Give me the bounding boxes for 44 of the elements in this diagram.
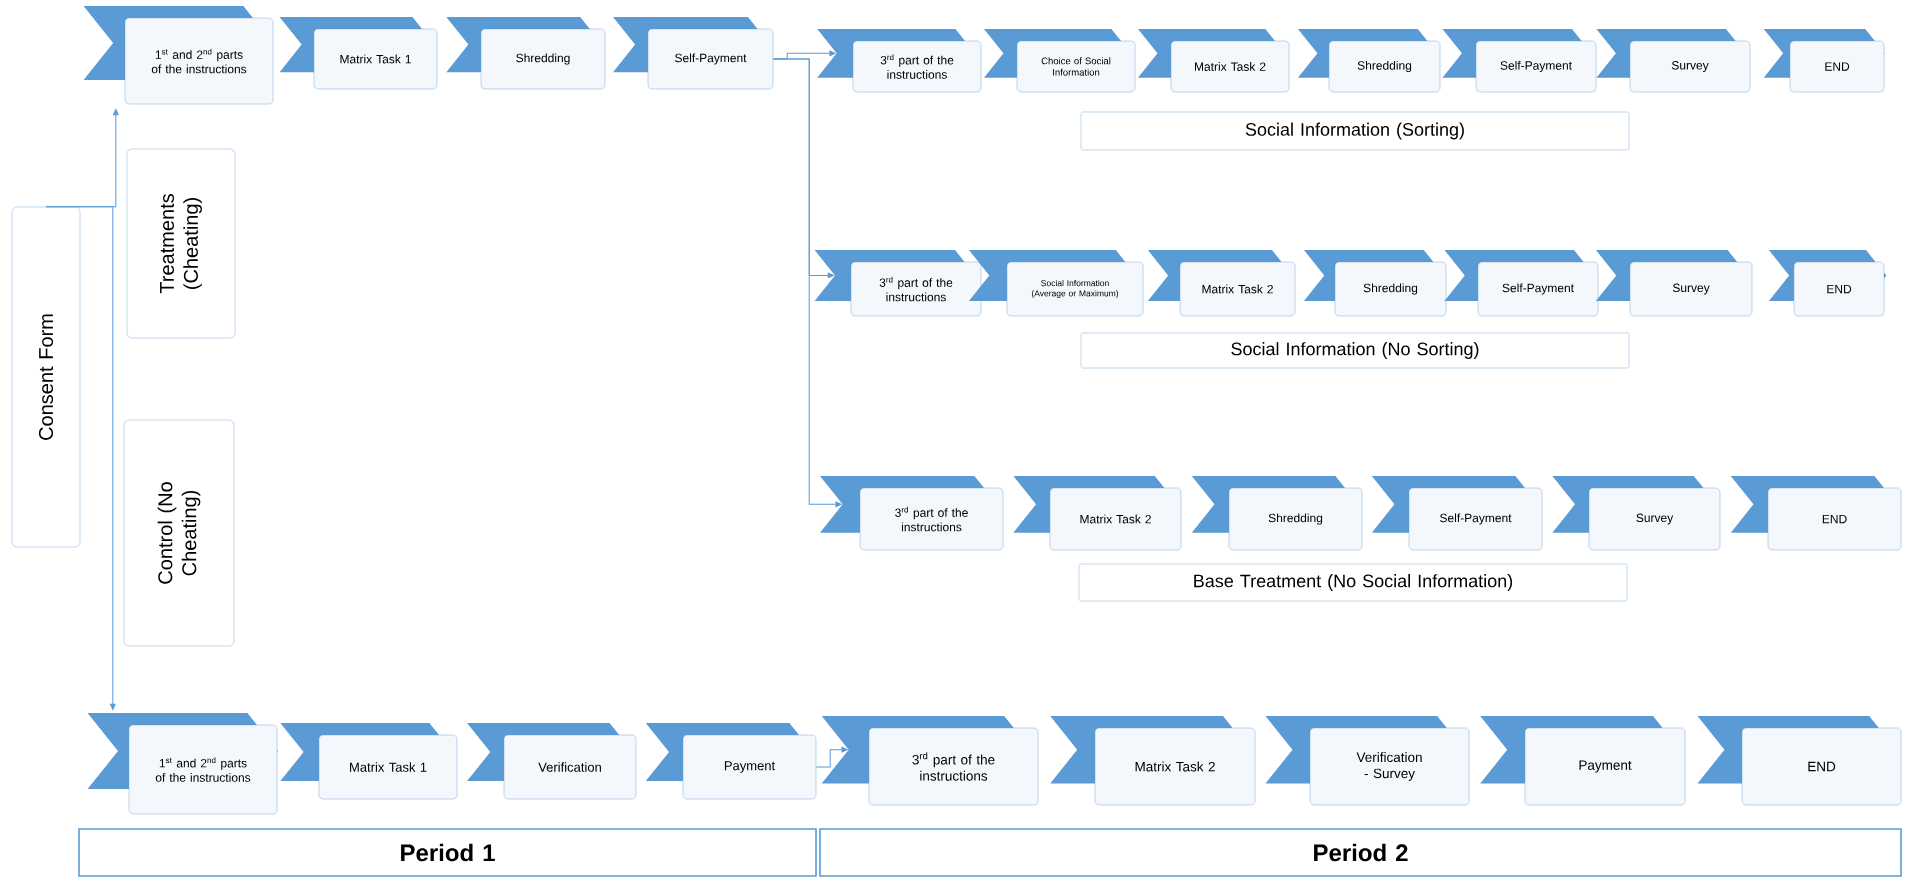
arrow — [815, 746, 848, 768]
period-box: Period 1 — [78, 828, 817, 877]
process-step: Matrix Task 1 — [280, 723, 458, 800]
process-step: 3$^{rd}$ part of the instructions — [817, 29, 982, 93]
treatment-box: Social Information (No Sorting) — [1080, 332, 1630, 369]
process-step: Self-Payment — [1442, 29, 1597, 93]
process-step: Survey — [1552, 476, 1721, 551]
process-step: END — [1768, 250, 1887, 317]
arrow — [772, 58, 842, 508]
treatment-box: Social Information (Sorting) — [1080, 111, 1630, 151]
group-box: Control (No Cheating) — [123, 419, 235, 647]
process-step: Shredding — [1303, 250, 1447, 317]
process-step: 1$^{st}$ and 2$^{nd}$ parts of the instructions — [83, 6, 274, 105]
process-step: END — [1730, 476, 1902, 551]
process-step: Payment — [1480, 716, 1686, 806]
process-step: Choice of Social Information — [983, 29, 1136, 93]
process-step: Matrix Task 2 — [1013, 476, 1182, 551]
process-step: END — [1763, 29, 1885, 93]
process-step: Survey — [1596, 29, 1751, 93]
process-step: Shredding — [1297, 29, 1441, 93]
period-box: Period 2 — [819, 828, 1902, 877]
process-step: 3$^{rd}$ part of the instructions — [821, 716, 1039, 806]
process-step: Self-Payment — [1444, 250, 1599, 317]
process-step: Matrix Task 2 — [1050, 716, 1256, 806]
process-step: Shredding — [446, 17, 606, 90]
process-step: Self-Payment — [1371, 476, 1543, 551]
group-box: Consent Form — [11, 206, 81, 548]
treatment-box: Base Treatment (No Social Information) — [1078, 563, 1628, 602]
arrow — [45, 206, 116, 711]
process-step: Matrix Task 1 — [279, 17, 438, 90]
process-step: Self-Payment — [613, 17, 774, 90]
process-step: Survey — [1595, 250, 1753, 317]
process-step: 1$^{st}$ and 2$^{nd}$ parts of the instructions — [87, 713, 278, 815]
process-step: Social Information (Average or Maximum) — [968, 250, 1144, 317]
process-step: Shredding — [1191, 476, 1363, 551]
process-step: END — [1697, 716, 1902, 806]
process-step: Verification — [467, 723, 637, 800]
process-step: Verification - Survey — [1265, 716, 1470, 806]
process-step: 3$^{rd}$ part of the instructions — [814, 250, 982, 317]
process-step: 3$^{rd}$ part of the instructions — [819, 476, 1004, 551]
process-step: Payment — [645, 723, 817, 800]
group-box: Treatments (Cheating) — [126, 148, 236, 339]
process-step: Matrix Task 2 — [1147, 250, 1296, 317]
process-step: Matrix Task 2 — [1138, 29, 1290, 93]
